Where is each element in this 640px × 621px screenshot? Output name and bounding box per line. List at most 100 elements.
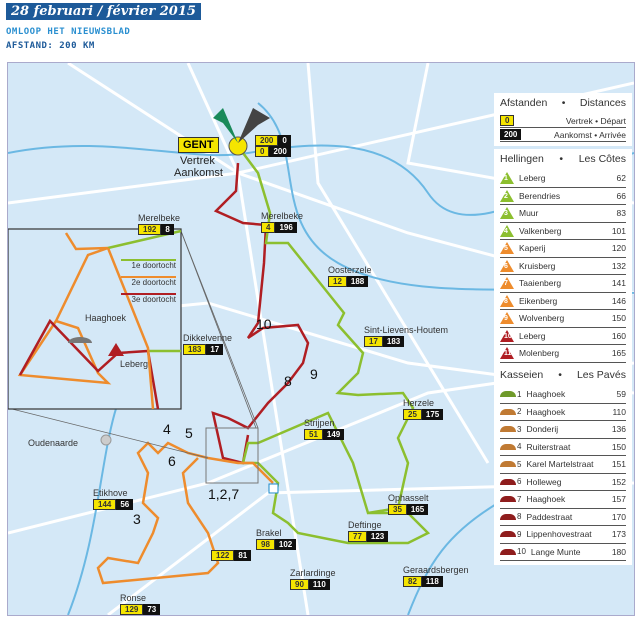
inset-routes	[17, 229, 182, 410]
place-label: Zarlardinge	[290, 568, 336, 578]
climb-icon: 11	[500, 347, 514, 360]
haaghoek-cobble-icon	[68, 337, 92, 343]
climb-icon: 2	[500, 189, 514, 202]
green-flag-icon	[213, 108, 238, 143]
place-label: Merelbeke	[138, 213, 181, 223]
route-map[interactable]: Haaghoek Leberg 1e doortocht 2e doortoch…	[7, 62, 635, 616]
place-label: Brakel	[256, 528, 282, 538]
route-green	[241, 152, 431, 545]
cobble-marker: 9	[310, 366, 318, 382]
inset-place: Haaghoek	[85, 313, 127, 323]
place-label: Oosterzele	[328, 265, 372, 275]
place-label: Strijpen	[304, 418, 335, 428]
inset-legend-1: 1e doortocht	[121, 259, 176, 270]
inset-legend-3: 3e doortocht	[121, 293, 176, 304]
place-label: Sint-Lievens-Houtem	[364, 325, 449, 335]
cobble-marker: 5	[185, 425, 193, 441]
cobble-icon	[500, 391, 516, 398]
inset-place: Leberg	[120, 359, 149, 369]
oudenaarde-dot	[100, 434, 112, 446]
climb-icon: 8	[500, 294, 514, 307]
place-label: Merelbeke	[261, 211, 304, 221]
climb-icon: 4	[500, 224, 514, 237]
cobble-icon	[500, 513, 516, 520]
climb-icon: 6	[500, 259, 514, 272]
cobble-marker: 4	[163, 421, 171, 437]
place-label: Geraardsbergen	[403, 565, 469, 575]
climb-icon: 9	[500, 312, 514, 325]
cobble-icon	[500, 478, 516, 485]
cobble-marker: 1,2,7	[208, 486, 240, 502]
start-marker	[228, 136, 248, 156]
start-city: GENT	[178, 137, 219, 153]
feed-zone-icon	[268, 483, 279, 494]
cobble-icon	[500, 548, 516, 555]
place-label: Dikkelvenne	[183, 333, 233, 343]
route-red	[211, 162, 310, 465]
cobble-icon	[500, 461, 516, 468]
climb-icon: 1	[500, 172, 514, 185]
race-name: OMLOOP HET NIEUWSBLAD	[6, 27, 131, 37]
vertrek-label: Vertrek	[180, 155, 215, 167]
inset-legend-2: 2e doortocht	[121, 276, 176, 287]
cobble-marker: 8	[284, 373, 292, 389]
race-distance: AFSTAND: 200 KM	[6, 41, 95, 51]
date-title: 28 februari / février 2015	[6, 3, 201, 20]
aankomst-label: Aankomst	[174, 167, 223, 179]
checkered-flag-icon	[238, 108, 270, 143]
cobble-marker: 3	[133, 511, 141, 527]
place-label: Ophasselt	[388, 493, 429, 503]
climb-icon: 10	[500, 329, 514, 342]
cobble-icon	[500, 531, 516, 538]
place-label: Etikhove	[93, 488, 128, 498]
cobble-icon	[500, 426, 516, 433]
place-label: Deftinge	[348, 520, 382, 530]
place-label: Oudenaarde	[28, 438, 79, 448]
climb-icon: 5	[500, 242, 514, 255]
cobble-icon	[500, 496, 516, 503]
cobble-icon	[500, 443, 516, 450]
route-orange	[96, 441, 274, 585]
cobble-marker: 10	[256, 316, 272, 332]
climb-icon: 3	[500, 207, 514, 220]
